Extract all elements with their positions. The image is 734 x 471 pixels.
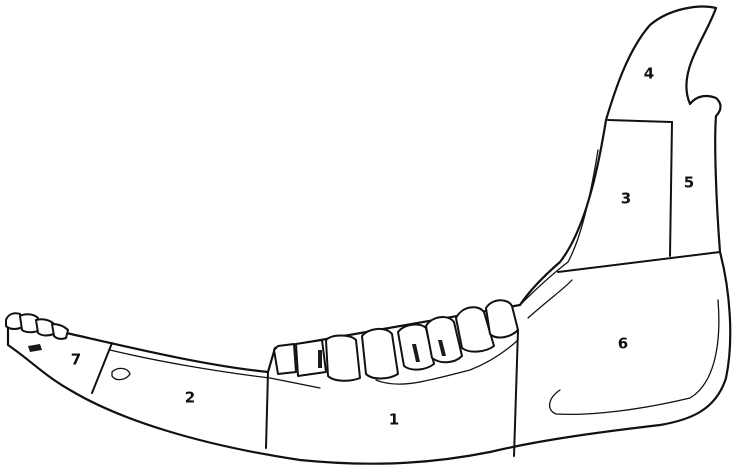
region-label-4: 4 — [644, 65, 654, 83]
region-label-2: 2 — [185, 389, 195, 407]
region-label-6: 6 — [618, 335, 628, 353]
region-label-3: 3 — [621, 190, 631, 208]
mandible-outline — [8, 7, 730, 464]
region-label-7: 7 — [71, 351, 81, 369]
region-label-5: 5 — [684, 174, 694, 192]
region-label-1: 1 — [389, 411, 399, 429]
